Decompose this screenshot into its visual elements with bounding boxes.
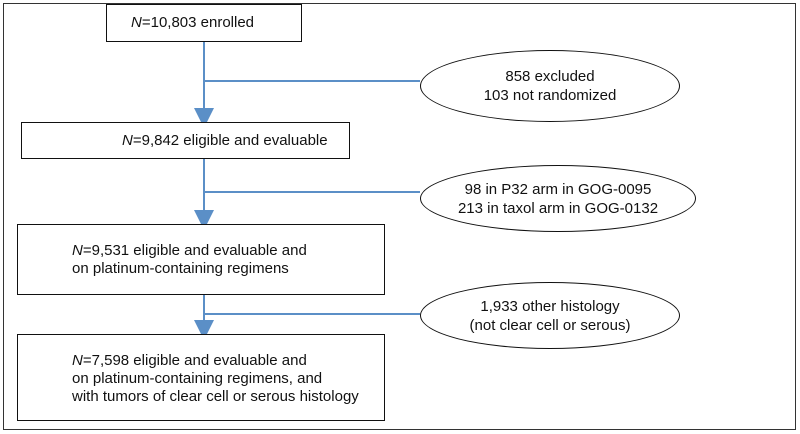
exclusion-oval-second: 98 in P32 arm in GOG-0095 213 in taxol a… bbox=[420, 165, 696, 232]
exclusion-second-line1: 98 in P32 arm in GOG-0095 bbox=[464, 180, 652, 198]
exclusion-second-line2: 213 in taxol arm in GOG-0132 bbox=[457, 199, 659, 217]
n-label: N bbox=[72, 242, 83, 259]
platinum-count: =9,531 eligible and evaluable and bbox=[82, 242, 307, 259]
eligible-count: =9,842 eligible and evaluable bbox=[132, 132, 328, 149]
exclusion-third-line2: (not clear cell or serous) bbox=[469, 316, 631, 334]
n-label: N bbox=[131, 14, 142, 31]
platinum-line2: on platinum-containing regimens bbox=[72, 260, 289, 277]
n-label: N bbox=[72, 352, 83, 369]
n-label: N bbox=[122, 132, 133, 149]
enrolled-count: =10,803 enrolled bbox=[141, 14, 255, 31]
exclusion-oval-first: 858 excluded 103 not randomized bbox=[420, 50, 680, 122]
final-box: N=7,598 eligible and evaluable and on pl… bbox=[17, 334, 385, 421]
final-count: =7,598 eligible and evaluable and bbox=[82, 352, 307, 369]
enrolled-box: N=10,803 enrolled bbox=[106, 4, 302, 42]
exclusion-third-line1: 1,933 other histology bbox=[480, 297, 620, 315]
exclusion-first-line2: 103 not randomized bbox=[483, 87, 617, 104]
final-line2: on platinum-containing regimens, and bbox=[72, 370, 323, 387]
platinum-box: N=9,531 eligible and evaluable and on pl… bbox=[17, 224, 385, 295]
eligible-box: N=9,842 eligible and evaluable bbox=[21, 122, 350, 159]
final-line3: with tumors of clear cell or serous hist… bbox=[72, 388, 359, 405]
exclusion-oval-third: 1,933 other histology (not clear cell or… bbox=[420, 282, 680, 349]
exclusion-first-line1: 858 excluded bbox=[505, 68, 595, 85]
diagram-frame bbox=[3, 3, 796, 430]
